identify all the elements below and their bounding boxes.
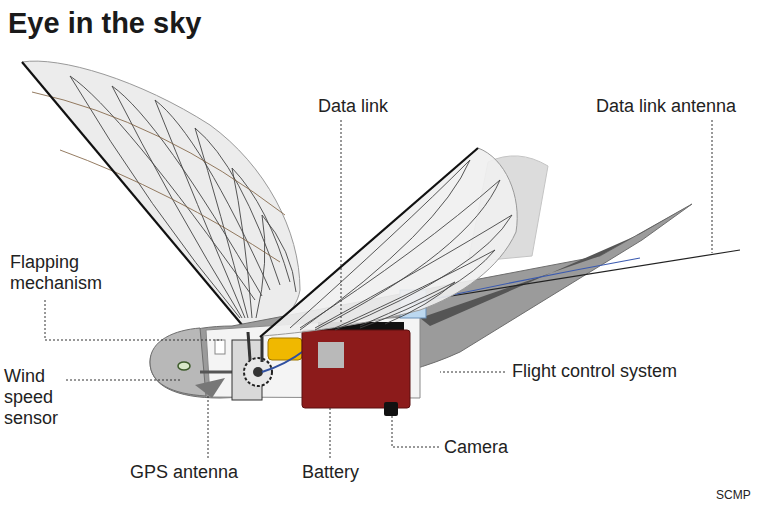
part-label: Flight control system [512,361,732,382]
wing-membrane [262,148,517,336]
leader-line [341,120,342,322]
wing-leading-edge [260,148,478,337]
part-label: Data link antenna [596,96,766,117]
crank-rod [261,336,264,362]
wing-spar [60,150,280,262]
battery [302,330,410,408]
feather [315,215,512,330]
part-label: Wind speed sensor [4,366,64,429]
gps-antenna [195,378,225,398]
feather [195,128,280,318]
gear [244,358,272,386]
leader-line [208,396,209,458]
leader-line [66,380,182,381]
leader-line [440,372,505,373]
source-credit: SCMP [716,488,766,503]
part-label: Data link [318,96,438,117]
bracket [215,340,225,354]
crank-rod [248,332,250,360]
feather [256,215,296,318]
gear-hub [253,367,263,377]
camera-lens [384,402,398,416]
feather [360,282,455,326]
feather [112,86,262,318]
leader-lines [45,120,712,458]
title: Eye in the sky [8,6,201,40]
feather [155,100,270,318]
feather [300,180,500,330]
part-label: Battery [302,462,392,483]
feather [290,160,470,330]
leader-line [330,408,331,458]
leader-line [45,300,222,340]
battery-label [318,342,344,368]
feather [335,250,495,328]
leader-line [392,416,440,447]
part-label: GPS antenna [130,462,250,483]
sensor-eye [178,362,190,370]
part-label: Camera [444,437,534,458]
right-wing [260,148,517,337]
part-label: Flapping mechanism [10,252,110,294]
leader-line [712,120,713,253]
wire [262,350,305,372]
